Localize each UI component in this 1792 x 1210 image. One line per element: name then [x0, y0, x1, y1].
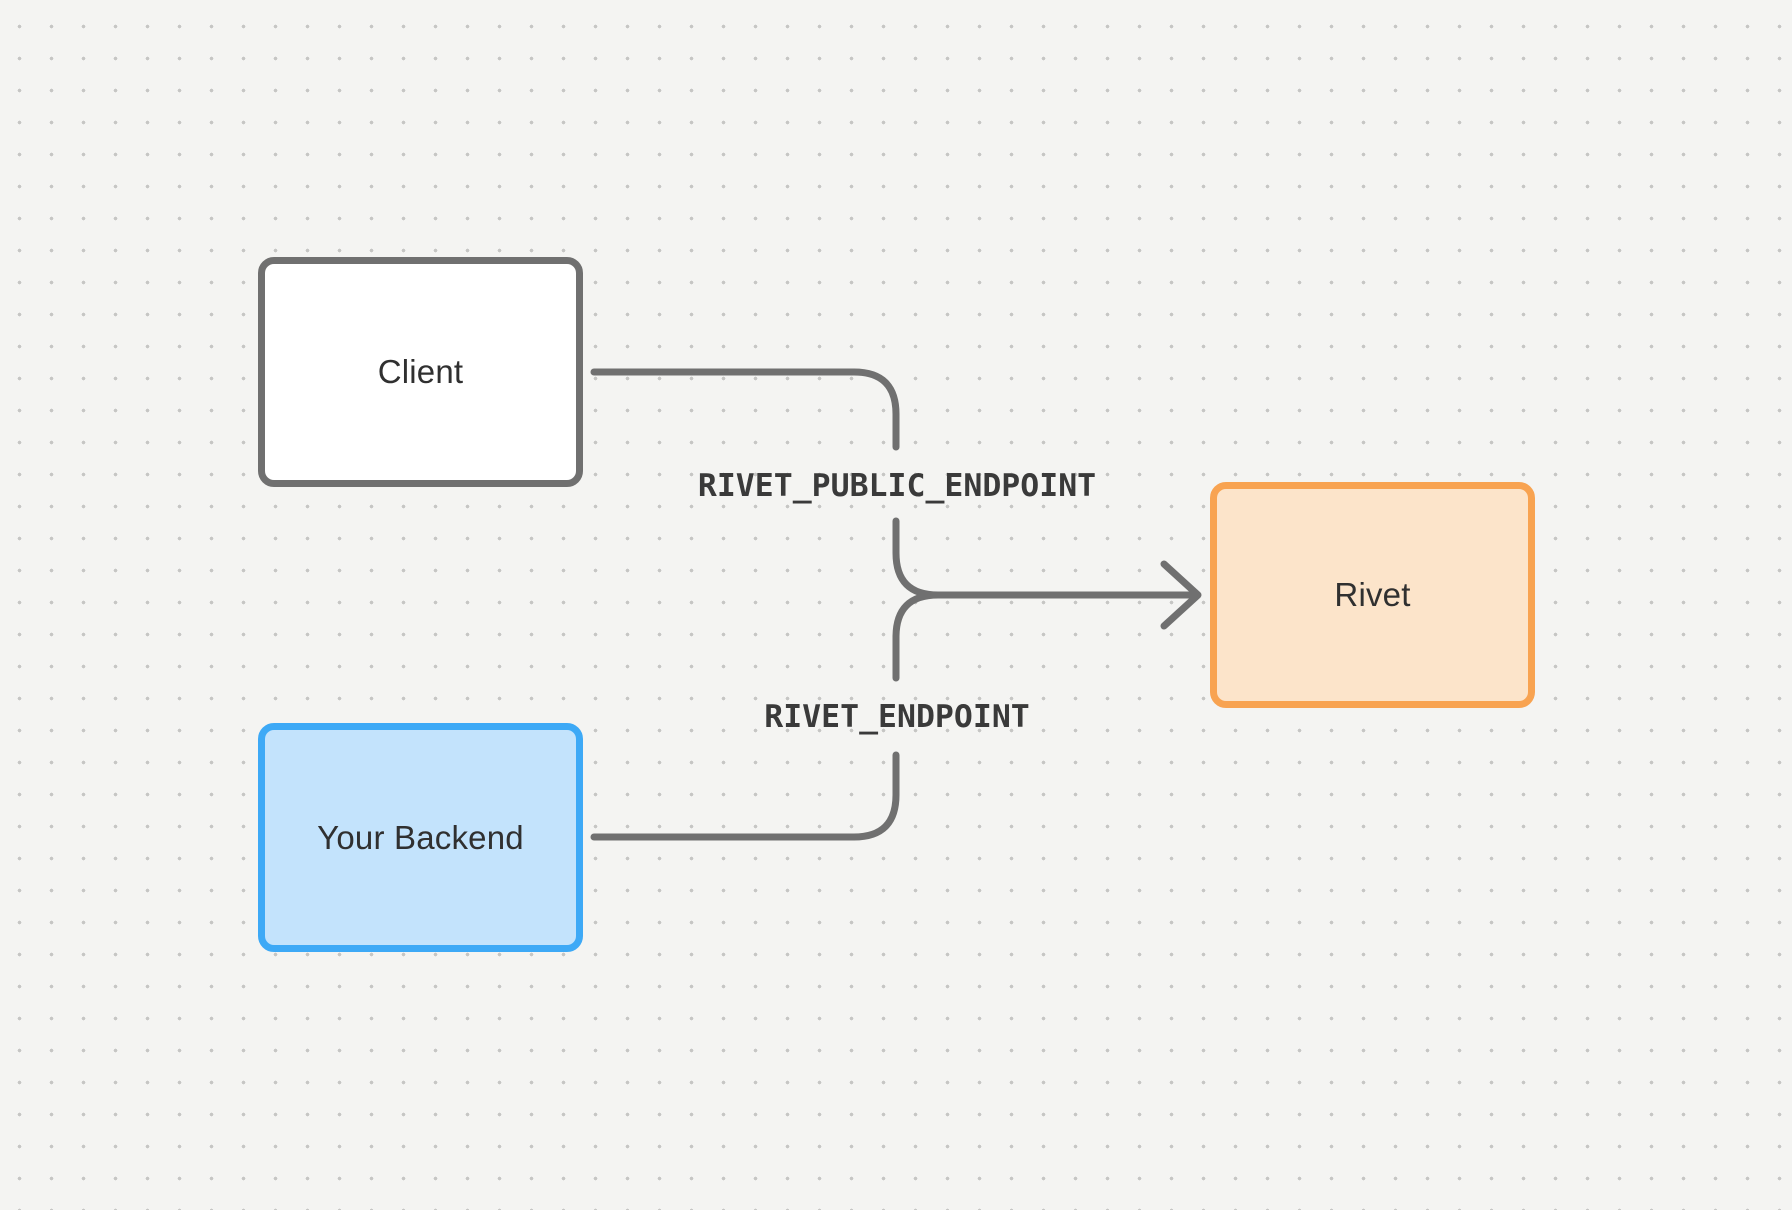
node-rivet-label: Rivet [1334, 576, 1411, 613]
backend-merge-curve [892, 591, 942, 682]
client-connector-line [590, 368, 900, 451]
backend-connector-line [590, 751, 900, 841]
merged-arrow-line [892, 517, 1200, 599]
edge-label-rivet-public-endpoint: RIVET_PUBLIC_ENDPOINT [697, 468, 1097, 504]
edge-label-rivet-endpoint: RIVET_ENDPOINT [764, 699, 1030, 735]
arrowhead-icon [1160, 560, 1202, 630]
node-client: Client [258, 257, 583, 487]
node-your-backend-label: Your Backend [317, 818, 524, 856]
node-your-backend: Your Backend [258, 723, 583, 952]
node-client-label: Client [377, 353, 464, 390]
node-rivet: Rivet [1210, 482, 1535, 708]
